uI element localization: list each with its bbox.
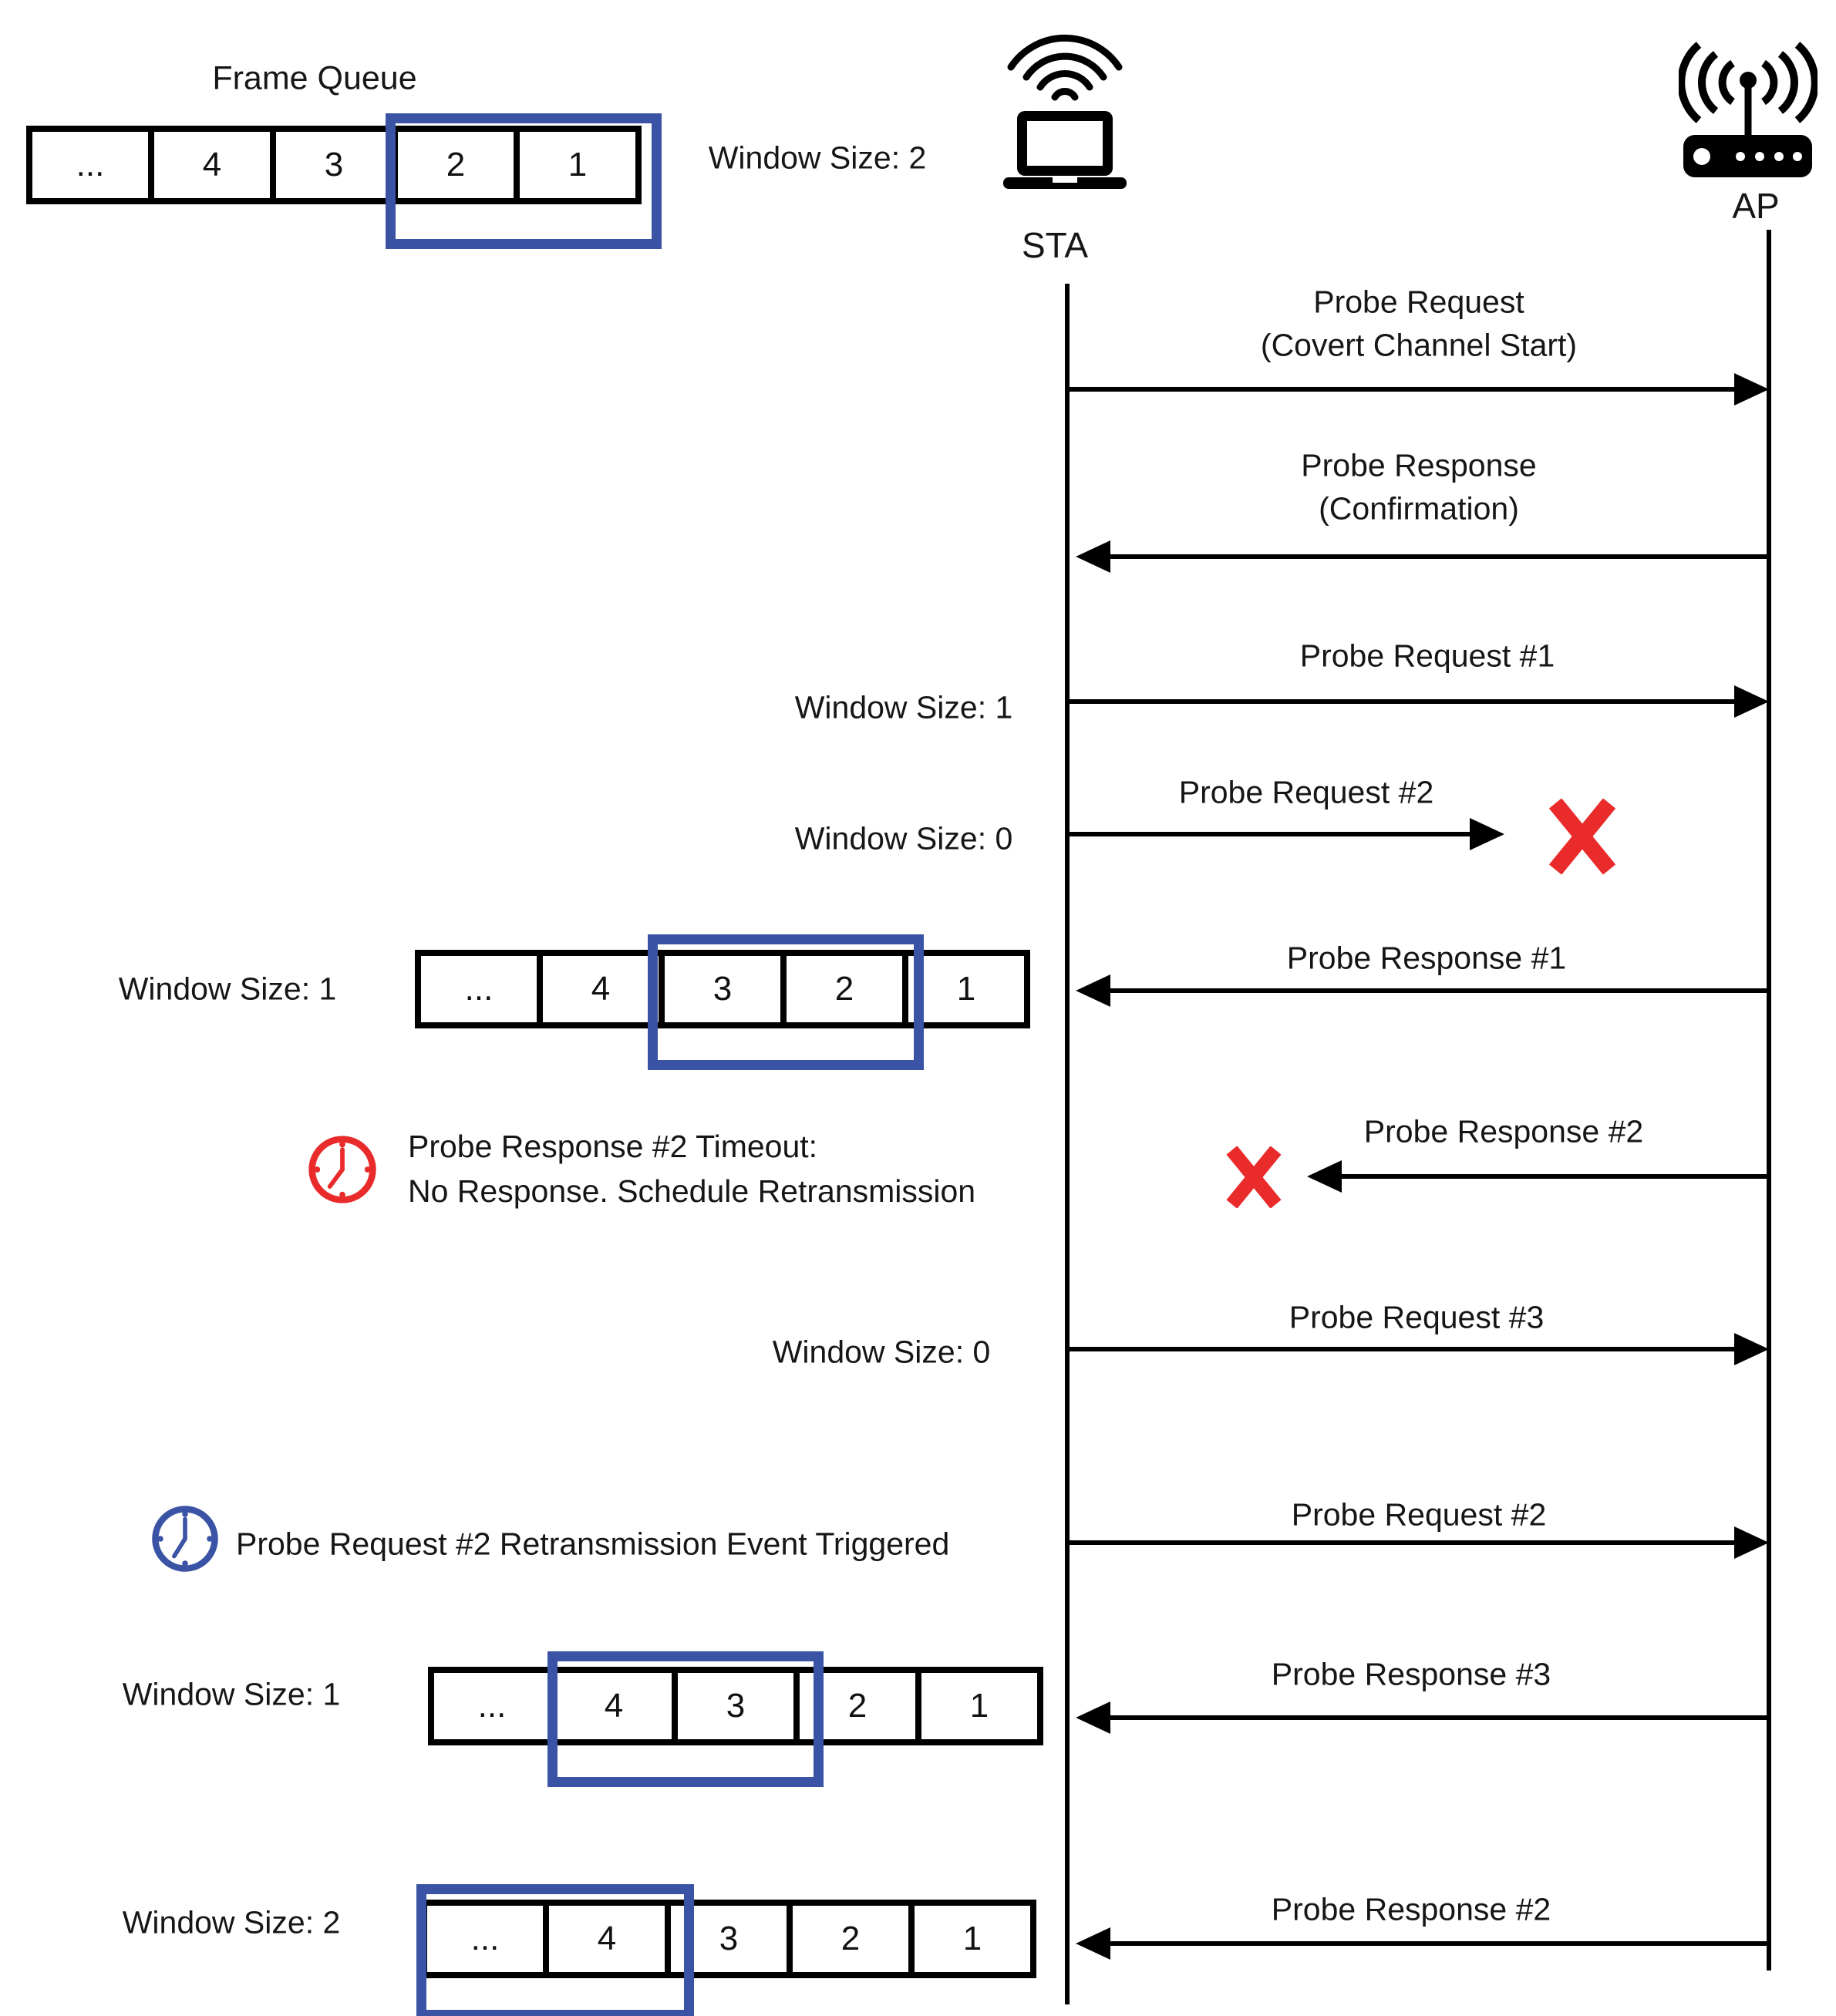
- timeout-note-line1: Probe Response #2 Timeout:: [408, 1129, 818, 1164]
- arrowhead-icon: [1076, 540, 1110, 573]
- queue-cell: 2: [780, 956, 902, 1022]
- message-arrow-left: [1076, 540, 1769, 573]
- ap-label: AP: [1732, 186, 1780, 226]
- timeout-note: Probe Response #2 Timeout: No Response. …: [408, 1124, 975, 1213]
- queue-cell: 1: [514, 132, 635, 198]
- message-label: Probe Response #1: [1286, 940, 1567, 976]
- queue-cell: ...: [470, 1920, 500, 1957]
- window-size-label: Window Size: 0: [772, 1334, 991, 1370]
- queue-cell: 1: [908, 1906, 1030, 1972]
- queue-cell: 3: [659, 956, 780, 1022]
- message-label: Probe Request #3: [1289, 1299, 1545, 1335]
- queue-cell: 2: [392, 132, 514, 198]
- message-label: (Confirmation): [1319, 490, 1519, 527]
- frame-queue-3: ... 4 3 2 1: [428, 1667, 1043, 1745]
- message-label: Probe Response: [1301, 447, 1537, 483]
- message-arrow-right: [1067, 818, 1504, 850]
- arrowhead-icon: [1470, 818, 1504, 850]
- message-label: Probe Response #2: [1271, 1891, 1551, 1927]
- arrowhead-icon: [1734, 1526, 1769, 1559]
- message-arrow-left: [1307, 1160, 1769, 1193]
- frame-queue-title: Frame Queue: [212, 59, 417, 97]
- message-arrow-left: [1076, 1701, 1769, 1734]
- window-size-label: Window Size: 1: [118, 971, 337, 1007]
- dropped-x-icon: [1548, 799, 1616, 874]
- ap-router-icon: [1679, 42, 1817, 177]
- frame-queue-4: ... 4 3 2 1: [421, 1900, 1036, 1978]
- dropped-x-icon: [1226, 1146, 1282, 1208]
- timeout-note-line2: No Response. Schedule Retransmission: [408, 1173, 976, 1209]
- queue-cell: 4: [543, 1906, 665, 1972]
- laptop-icon: [1003, 111, 1127, 189]
- wifi-icon: [1007, 34, 1123, 101]
- message-label: Probe Response #3: [1271, 1656, 1551, 1692]
- queue-cell: 4: [550, 1673, 672, 1739]
- queue-cell: 1: [902, 956, 1024, 1022]
- queue-cell: ...: [464, 970, 494, 1008]
- sta-lifeline: [1065, 284, 1070, 2004]
- window-size-label: Window Size: 0: [794, 820, 1013, 857]
- retransmission-clock-icon: [152, 1506, 218, 1572]
- queue-cell: 3: [672, 1673, 793, 1739]
- window-size-label: Window Size: 1: [122, 1676, 341, 1712]
- queue-cell: 3: [665, 1906, 787, 1972]
- message-label: (Covert Channel Start): [1260, 327, 1578, 363]
- arrowhead-icon: [1076, 1701, 1110, 1734]
- message-arrow-right: [1067, 1526, 1769, 1559]
- queue-cell: ...: [76, 146, 105, 183]
- queue-cell: 1: [915, 1673, 1037, 1739]
- window-size-label: Window Size: 1: [794, 689, 1013, 725]
- message-arrow-right: [1067, 373, 1769, 406]
- queue-cell: ...: [477, 1687, 507, 1725]
- frame-queue-2: ... 4 3 2 1: [415, 950, 1030, 1028]
- message-arrow-right: [1067, 685, 1769, 718]
- queue-cell: 4: [537, 956, 659, 1022]
- message-label: Probe Request #1: [1299, 638, 1555, 674]
- arrowhead-icon: [1307, 1160, 1342, 1193]
- queue-cell: 2: [793, 1673, 915, 1739]
- queue-cell: 3: [270, 132, 392, 198]
- message-label: Probe Response #2: [1363, 1113, 1644, 1149]
- arrowhead-icon: [1076, 1927, 1110, 1960]
- window-size-label-top: Window Size: 2: [708, 140, 927, 176]
- window-size-label: Window Size: 2: [122, 1904, 341, 1940]
- message-arrow-right: [1067, 1333, 1769, 1365]
- arrowhead-icon: [1734, 1333, 1769, 1365]
- radio-waves-icon: [1679, 42, 1817, 123]
- sta-label: STA: [1021, 225, 1089, 265]
- message-label: Probe Request #2: [1291, 1496, 1547, 1533]
- arrowhead-icon: [1734, 685, 1769, 718]
- message-arrow-left: [1076, 1927, 1769, 1960]
- queue-cell: 4: [148, 132, 270, 198]
- ap-lifeline: [1767, 230, 1771, 1971]
- timeout-clock-icon: [308, 1136, 376, 1203]
- message-label: Probe Request #2: [1178, 774, 1434, 810]
- message-label: Probe Request: [1313, 284, 1524, 320]
- message-arrow-left: [1076, 974, 1769, 1007]
- sta-laptop-wifi-icon: [1003, 34, 1127, 189]
- queue-cell: 2: [787, 1906, 908, 1972]
- frame-queue-1: ... 4 3 2 1: [26, 126, 642, 204]
- arrowhead-icon: [1734, 373, 1769, 406]
- arrowhead-icon: [1076, 974, 1110, 1007]
- retransmission-note: Probe Request #2 Retransmission Event Tr…: [236, 1526, 950, 1562]
